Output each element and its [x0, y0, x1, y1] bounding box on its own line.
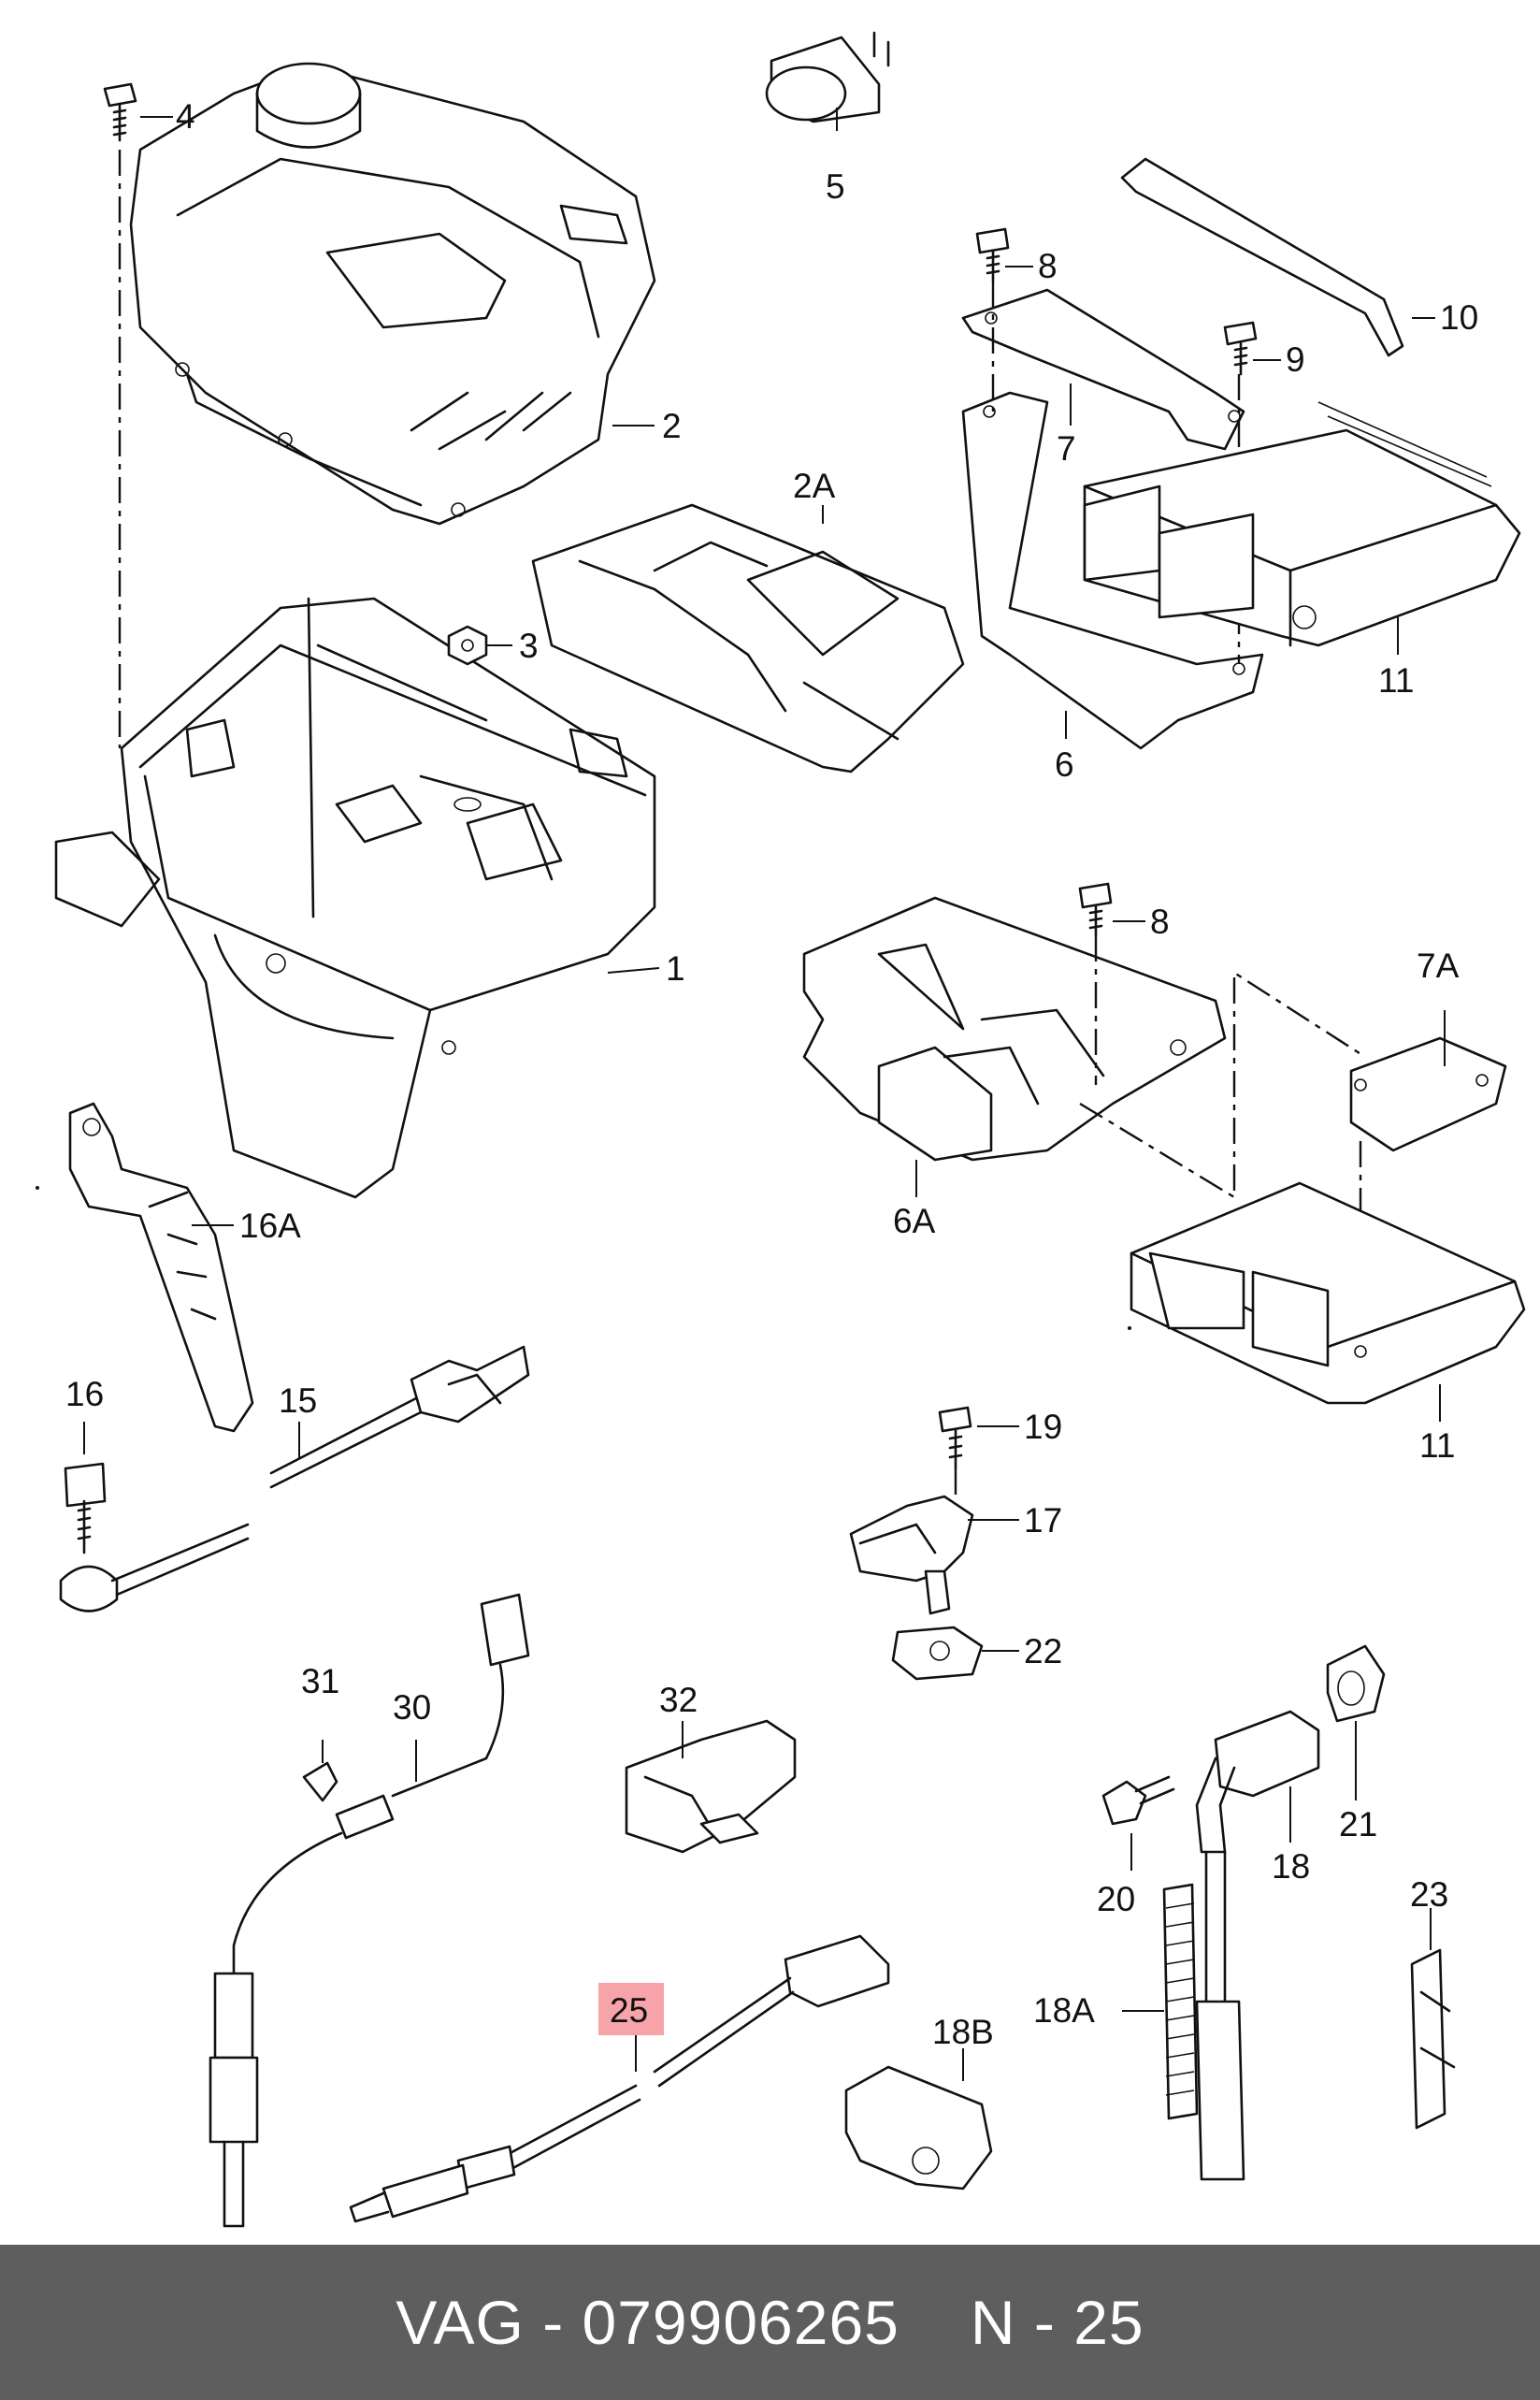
part-16A-bracket[interactable] [68, 1102, 254, 1433]
callout-6[interactable]: 6 [1055, 745, 1074, 784]
part-2-housing-cover[interactable] [129, 62, 656, 526]
callout-2A[interactable]: 2A [793, 467, 836, 505]
callout-8[interactable]: 8 [1038, 247, 1058, 285]
part-10-strap[interactable] [1120, 157, 1404, 357]
footer-part-number: VAG - 079906265 [396, 2288, 900, 2357]
footer-bar: VAG - 079906265 N - 25 [0, 2245, 1540, 2400]
callout-22[interactable]: 22 [1024, 1632, 1062, 1670]
callout-31[interactable]: 31 [301, 1662, 339, 1700]
part-11-ecu-upper[interactable] [1083, 401, 1521, 647]
part-6A-plate[interactable] [802, 896, 1227, 1162]
part-16-screw[interactable] [64, 1462, 107, 1554]
callout-16A[interactable]: 16A [239, 1207, 301, 1245]
callout-6A[interactable]: 6A [893, 1202, 936, 1240]
part-3-nut[interactable] [447, 625, 488, 812]
part-11-ecu-lower[interactable] [1130, 1181, 1526, 1405]
callout-11-upper[interactable]: 11 [1378, 661, 1414, 700]
callout-17[interactable]: 17 [1024, 1501, 1062, 1540]
callout-20[interactable]: 20 [1097, 1880, 1135, 1918]
assembly-line-7A [1079, 970, 1366, 1200]
callout-23[interactable]: 23 [1410, 1875, 1448, 1914]
part-18A-conduit[interactable] [1162, 1883, 1199, 2120]
part-7-bracket[interactable] [961, 288, 1245, 451]
part-17-sensor[interactable] [849, 1495, 974, 1615]
callout-18[interactable]: 18 [1272, 1847, 1310, 1886]
callout-18B[interactable]: 18B [932, 2013, 994, 2051]
part-30-temp-sensor[interactable] [209, 1593, 530, 2228]
callout-32[interactable]: 32 [659, 1681, 698, 1719]
part-21-gasket[interactable] [1326, 1644, 1386, 1723]
callout-labels: 4 5 2 2A 3 1 8 9 10 7 11 6 8 7A 6A 11 16… [65, 97, 1478, 2051]
part-22-gasket[interactable] [891, 1626, 984, 1681]
part-31-clip[interactable] [302, 1761, 338, 1802]
callout-4[interactable]: 4 [176, 97, 195, 136]
part-2A-tray[interactable] [531, 503, 965, 773]
callout-25[interactable]: 25 [610, 1991, 648, 2030]
part-5-relay[interactable] [765, 31, 890, 123]
part-32-pressure-sensor[interactable] [625, 1719, 797, 1854]
part-18B-cover[interactable] [844, 2065, 993, 2190]
part-8-bolt-lower[interactable] [1078, 882, 1113, 937]
callout-2[interactable]: 2 [662, 407, 682, 445]
callout-19[interactable]: 19 [1024, 1408, 1062, 1446]
part-8-bolt[interactable] [975, 227, 1010, 282]
callout-10[interactable]: 10 [1440, 298, 1478, 337]
part-23-clip[interactable] [1410, 1948, 1456, 2130]
highlight-box-25 [598, 1983, 664, 2035]
callout-5[interactable]: 5 [826, 167, 845, 206]
callout-30[interactable]: 30 [393, 1688, 431, 1727]
callout-21[interactable]: 21 [1339, 1805, 1377, 1843]
stray-dot [1128, 1326, 1131, 1330]
parts-diagram: 4 5 2 2A 3 1 8 9 10 7 11 6 8 7A 6A 11 16… [36, 31, 1526, 2228]
callout-16[interactable]: 16 [65, 1375, 104, 1413]
callout-1[interactable]: 1 [666, 949, 685, 988]
part-15-knock-sensor[interactable] [59, 1345, 530, 1612]
callout-7A[interactable]: 7A [1417, 947, 1460, 985]
part-9-bolt[interactable] [1223, 321, 1258, 376]
callout-18A[interactable]: 18A [1033, 1991, 1095, 2030]
stray-dot [36, 1186, 39, 1190]
callout-7[interactable]: 7 [1057, 429, 1076, 468]
part-25-lambda-sensor[interactable] [349, 1934, 890, 2223]
callout-11-lower[interactable]: 11 [1419, 1426, 1455, 1465]
part-7A-bracket[interactable] [1349, 1036, 1507, 1152]
callout-8-lower[interactable]: 8 [1150, 903, 1170, 941]
part-18-sensor[interactable] [1195, 1710, 1320, 2181]
callout-15[interactable]: 15 [279, 1381, 317, 1420]
part-1-housing-tray[interactable] [54, 597, 656, 1199]
part-19-bolt[interactable] [938, 1406, 972, 1470]
part-20-bolt[interactable] [1101, 1775, 1175, 1826]
part-4-screw[interactable] [103, 82, 137, 142]
callout-3[interactable]: 3 [519, 627, 539, 665]
callout-9[interactable]: 9 [1286, 340, 1305, 379]
leader-lines [83, 108, 1446, 2081]
footer-position: N - 25 [970, 2288, 1144, 2357]
